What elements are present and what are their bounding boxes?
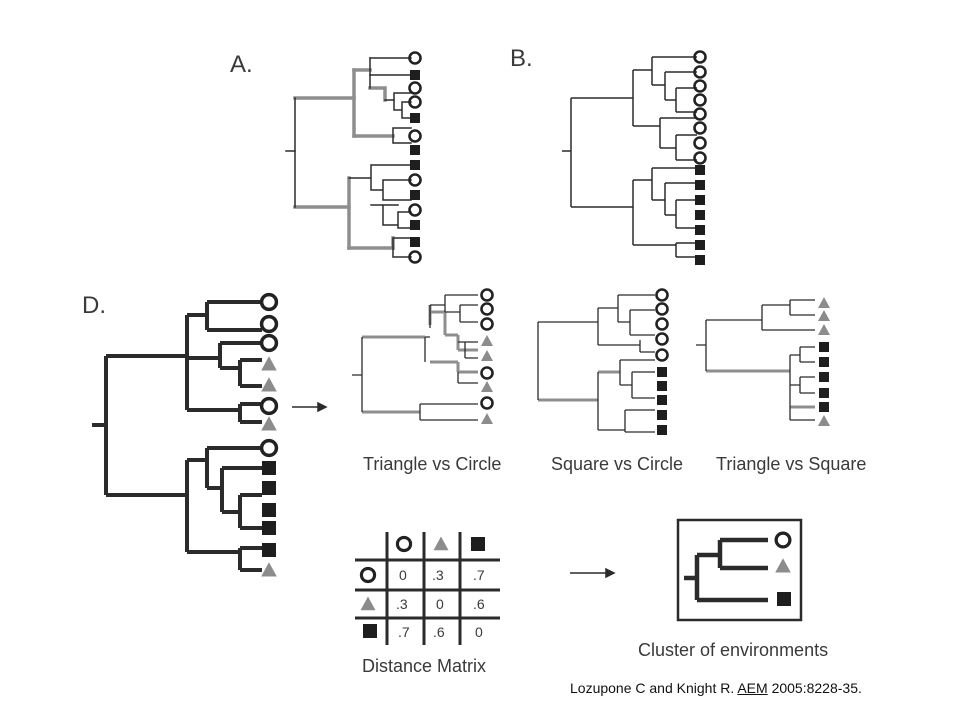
matrix-cell: .3	[432, 567, 444, 583]
panel-a-tree	[285, 57, 412, 258]
panel-b-tree	[562, 56, 697, 258]
subtree-triangle-circle	[352, 294, 478, 421]
panel-d-tree	[92, 300, 262, 572]
matrix-header-triangle-icon	[433, 536, 449, 551]
panel-d-label: D.	[82, 292, 106, 319]
panel-b-label: B.	[510, 45, 533, 72]
distance-matrix: 0 .3 .7 .3 0 .6 .7 .6 0	[355, 532, 500, 645]
subtree-triangle-square-caption: Triangle vs Square	[716, 454, 866, 474]
matrix-row-circle-icon	[359, 566, 377, 584]
citation-authors: Lozupone C and Knight R.	[570, 680, 738, 696]
matrix-cell: 0	[399, 567, 407, 583]
matrix-row-triangle-icon	[360, 596, 376, 611]
subtree-square-circle-markers	[655, 288, 669, 435]
matrix-cell: 0	[436, 596, 444, 612]
panel-d-markers	[259, 292, 279, 577]
matrix-header-circle-icon	[395, 535, 413, 553]
distance-matrix-caption: Distance Matrix	[362, 656, 486, 676]
cluster-caption: Cluster of environments	[638, 640, 828, 660]
matrix-header-square-icon	[471, 537, 485, 551]
citation-journal-link[interactable]: AEM	[737, 680, 768, 696]
matrix-cell: .7	[398, 624, 410, 640]
matrix-cell: 0	[475, 624, 483, 640]
cluster-box	[676, 518, 803, 622]
matrix-row-square-icon	[363, 624, 377, 638]
matrix-cell: .3	[396, 596, 408, 612]
panel-a-markers	[408, 51, 422, 264]
panel-a-label: A.	[230, 51, 253, 78]
subtree-triangle-circle-markers	[480, 288, 494, 424]
matrix-cell: .6	[473, 596, 485, 612]
arrow-right-icon	[292, 401, 328, 413]
citation: Lozupone C and Knight R. AEM 2005:8228-3…	[570, 680, 862, 696]
subtree-square-circle	[537, 294, 655, 433]
subtree-triangle-circle-caption: Triangle vs Circle	[363, 454, 501, 474]
subtree-triangle-square-markers	[818, 297, 830, 426]
arrow-right-icon	[570, 567, 616, 579]
matrix-cell: .6	[433, 624, 445, 640]
subtree-square-circle-caption: Square vs Circle	[551, 454, 683, 474]
panel-b-markers	[693, 50, 707, 265]
subtree-triangle-square	[696, 299, 815, 421]
citation-details: 2005:8228-35.	[767, 680, 862, 696]
matrix-cell: .7	[473, 567, 485, 583]
